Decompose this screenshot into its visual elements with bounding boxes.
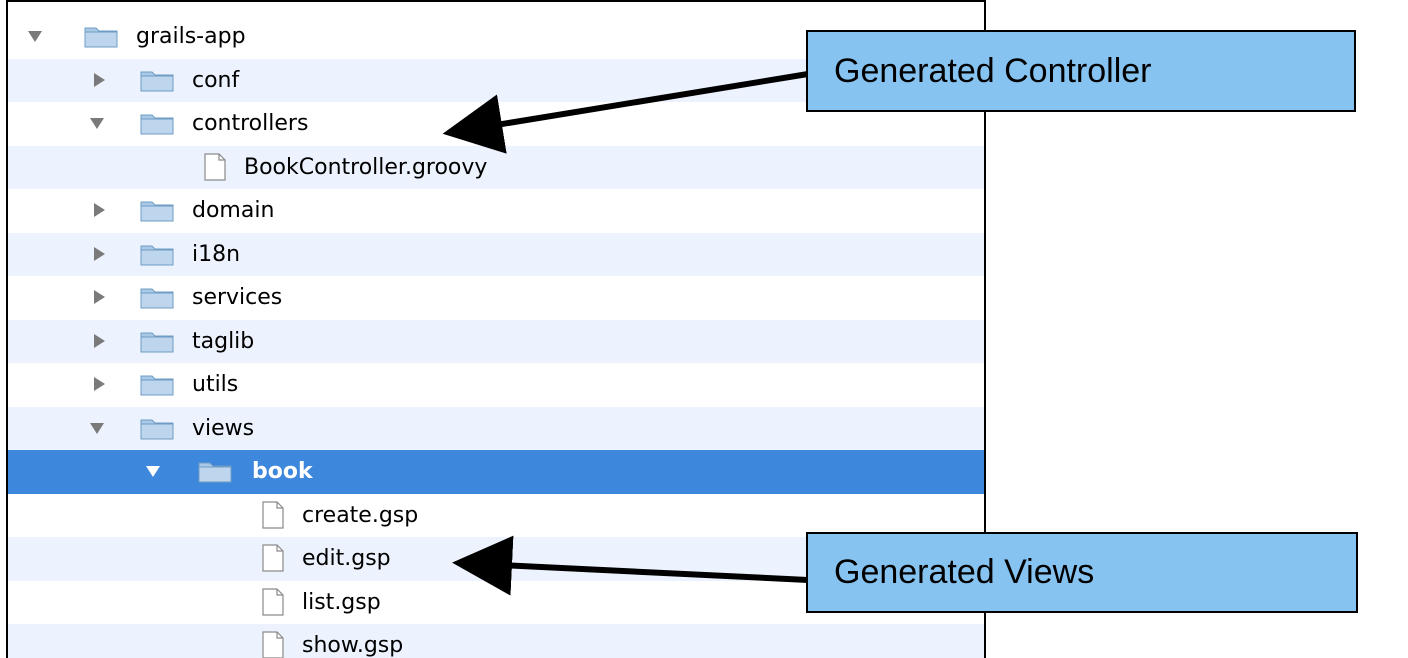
tree-item-label: create.gsp xyxy=(302,502,419,528)
tree-item-label: utils xyxy=(192,372,239,398)
tree-item-label: i18n xyxy=(192,241,241,267)
tree-item-list-gsp[interactable]: list.gsp xyxy=(8,581,984,625)
folder-icon xyxy=(84,27,118,48)
tree-item-label: controllers xyxy=(192,111,309,137)
callout-generated-views: Generated Views xyxy=(806,532,1358,613)
tree-item-book[interactable]: book xyxy=(8,450,984,494)
file-icon xyxy=(262,587,284,616)
disclosure-triangle-expanded-icon[interactable] xyxy=(90,422,104,434)
tree-item-label: BookController.groovy xyxy=(244,154,488,180)
tree-item-create-gsp[interactable]: create.gsp xyxy=(8,494,984,538)
tree-item-label: edit.gsp xyxy=(302,546,391,572)
disclosure-triangle-collapsed-icon[interactable] xyxy=(94,72,105,87)
tree-item-grails-app[interactable]: grails-app xyxy=(8,15,984,59)
tree-item-bookcontroller-groovy[interactable]: BookController.groovy xyxy=(8,145,984,189)
tree-item-i18n[interactable]: i18n xyxy=(8,232,984,276)
folder-icon xyxy=(140,375,174,396)
tree-item-label: list.gsp xyxy=(302,589,381,615)
tree-item-label: grails-app xyxy=(136,24,246,50)
tree-item-label: services xyxy=(192,285,283,311)
tree-item-label: conf xyxy=(192,67,240,93)
callout-label: Generated Controller xyxy=(834,51,1152,90)
tree-item-taglib[interactable]: taglib xyxy=(8,319,984,363)
tree-item-show-gsp[interactable]: show.gsp xyxy=(8,624,984,658)
callout-label: Generated Views xyxy=(834,553,1095,591)
folder-icon xyxy=(140,419,174,439)
disclosure-triangle-expanded-icon[interactable] xyxy=(146,466,160,477)
folder-icon xyxy=(140,71,174,91)
folder-icon xyxy=(140,201,174,222)
folder-icon xyxy=(198,462,232,483)
folder-icon xyxy=(140,245,174,265)
tree-item-controllers[interactable]: controllers xyxy=(8,102,984,146)
folder-icon xyxy=(140,114,174,135)
tree-item-utils[interactable]: utils xyxy=(8,363,984,407)
tree-item-label: book xyxy=(252,459,313,485)
tree-item-services[interactable]: services xyxy=(8,276,984,320)
tree-item-label: views xyxy=(192,415,255,441)
tree-item-domain[interactable]: domain xyxy=(8,189,984,233)
disclosure-triangle-collapsed-icon[interactable] xyxy=(94,203,105,217)
disclosure-triangle-collapsed-icon[interactable] xyxy=(94,377,105,391)
tree-item-label: taglib xyxy=(192,328,255,354)
file-icon xyxy=(262,631,284,658)
file-icon xyxy=(204,152,226,181)
tree-item-views[interactable]: views xyxy=(8,406,984,450)
disclosure-triangle-collapsed-icon[interactable] xyxy=(94,333,105,348)
callout-generated-controller: Generated Controller xyxy=(806,30,1356,112)
tree-item-label: domain xyxy=(192,198,275,224)
folder-icon xyxy=(140,332,174,352)
file-icon xyxy=(262,544,284,572)
disclosure-triangle-expanded-icon[interactable] xyxy=(90,118,104,129)
file-icon xyxy=(262,500,284,529)
tree-item-label: show.gsp xyxy=(302,633,404,658)
disclosure-triangle-expanded-icon[interactable] xyxy=(28,31,42,42)
disclosure-triangle-collapsed-icon[interactable] xyxy=(94,246,105,261)
folder-icon xyxy=(140,288,174,309)
disclosure-triangle-collapsed-icon[interactable] xyxy=(94,290,105,304)
